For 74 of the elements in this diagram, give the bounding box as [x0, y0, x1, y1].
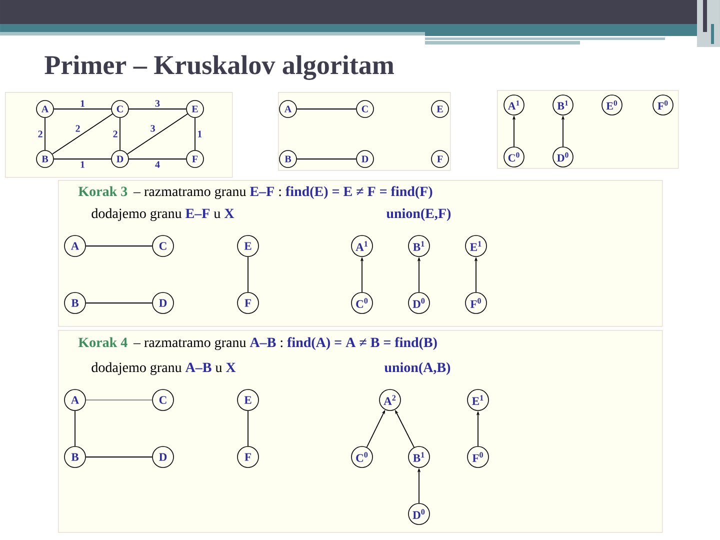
graph-vertex: C$^{0}$ — [351, 292, 373, 314]
graph-vertex: B$^{1}$ — [552, 94, 574, 116]
edge-label: 1 — [198, 130, 202, 138]
graph-vertex: A — [64, 389, 86, 411]
connector-line — [85, 456, 153, 458]
graph-vertex: F$^{0}$ — [465, 292, 487, 314]
connector-line — [52, 113, 114, 154]
connector-line — [126, 113, 188, 154]
graph-vertex: E$^{1}$ — [467, 389, 489, 411]
graph-vertex: B$^{1}$ — [408, 446, 430, 468]
graph-vertex: C — [152, 389, 174, 411]
graph-vertex: A$^{1}$ — [351, 235, 373, 257]
operation-text: union(A,B) — [384, 362, 450, 375]
graph-vertex: B — [279, 150, 297, 168]
step-text: – razmatramo granu E–F : find(E) = E ≠ F = find(F) — [133, 186, 432, 200]
graph-vertex: E$^{1}$ — [465, 235, 487, 257]
graph-vertex: A$^{2}$ — [379, 389, 401, 411]
graph-vertex: B — [64, 292, 86, 314]
graph-vertex: F — [237, 446, 259, 468]
graph-vertex: E — [431, 100, 449, 118]
graph-vertex: C — [111, 100, 129, 118]
graph-vertex: F$^{0}$ — [467, 446, 489, 468]
edge-label: 3 — [150, 125, 155, 132]
step-text: dodajemo granu E–F u X — [92, 208, 234, 222]
connector-line — [296, 108, 357, 110]
graph-vertex: C — [356, 100, 374, 118]
connector-line — [74, 410, 76, 447]
connector-line — [194, 117, 196, 151]
connector-line — [128, 158, 187, 160]
graph-vertex: E — [186, 100, 204, 118]
graph-vertex: B — [64, 446, 86, 468]
operation-text: union(E,F) — [386, 208, 451, 221]
step-heading: Korak 4 — [78, 337, 128, 348]
panel — [5, 92, 233, 178]
graph-vertex: E$^{0}$ — [602, 94, 622, 116]
step-heading: Korak 3 — [78, 186, 128, 196]
edge-label: 3 — [155, 100, 160, 107]
title: Primer – Kruskalov algoritam — [44, 55, 394, 80]
graph-vertex: B — [36, 150, 54, 168]
graph-vertex: B$^{1}$ — [408, 235, 430, 257]
connector-line — [85, 302, 153, 304]
graph-vertex: A$^{1}$ — [504, 94, 524, 116]
connector-line — [44, 117, 46, 151]
graph-vertex: E — [237, 389, 259, 411]
edge-label: 1 — [80, 100, 84, 107]
graph-vertex: F — [237, 292, 259, 314]
edge-label: 2 — [76, 125, 80, 132]
graph-vertex: A — [64, 235, 86, 257]
edge-label: 4 — [155, 161, 160, 168]
graph-vertex: F$^{0}$ — [652, 94, 674, 116]
graph-vertex: D — [111, 150, 129, 168]
graph-vertex: D — [152, 292, 174, 314]
graph-vertex: C$^{0}$ — [351, 446, 373, 468]
edge-label: 1 — [80, 161, 84, 168]
connector-line — [128, 108, 187, 110]
connector-line — [53, 108, 112, 110]
graph-vertex: C — [152, 235, 174, 257]
graph-vertex: D$^{0}$ — [552, 146, 574, 168]
graph-vertex: D — [152, 446, 174, 468]
edge-label: 2 — [113, 130, 118, 138]
step-text: dodajemo granu A–B u X — [92, 362, 236, 376]
connector-line — [53, 158, 112, 160]
graph-vertex: E — [237, 235, 259, 257]
connector-line — [296, 158, 357, 160]
step-text: – razmatramo granu A–B : find(A) = A ≠ B = find(B) — [133, 337, 437, 350]
edge-label: 2 — [38, 130, 42, 138]
graph-vertex: D$^{0}$ — [408, 292, 430, 314]
graph-vertex: D$^{0}$ — [408, 503, 430, 525]
graph-vertex: A — [36, 100, 54, 118]
graph-vertex: C$^{0}$ — [504, 146, 524, 168]
graph-vertex: F — [431, 150, 449, 168]
graph-vertex: F — [186, 150, 204, 168]
graph-vertex: D — [356, 150, 374, 168]
graph-vertex: A — [279, 100, 297, 118]
